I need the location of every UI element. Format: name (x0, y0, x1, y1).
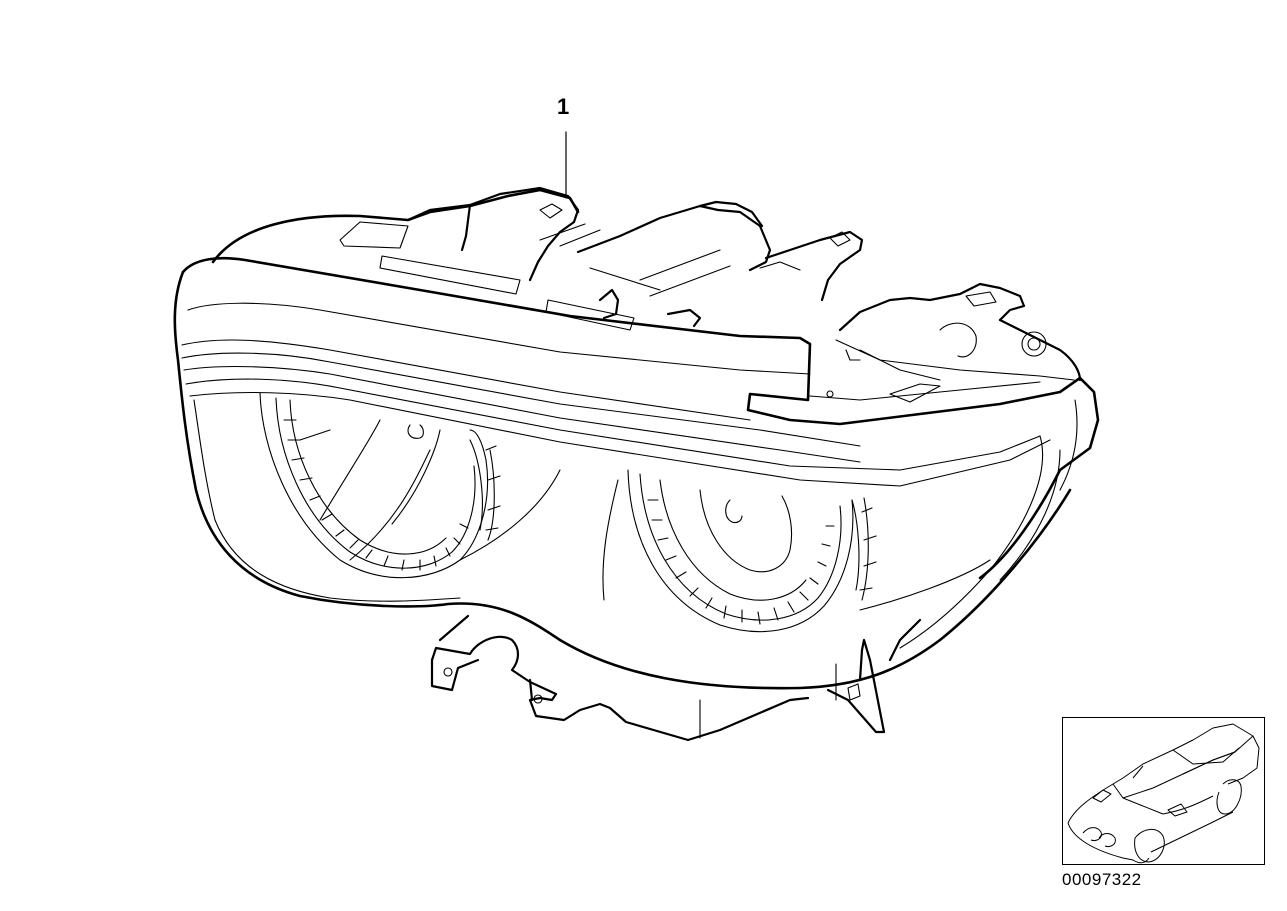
top-details (339, 203, 1047, 403)
vehicle-inset-frame (1062, 717, 1265, 865)
diagram-id-label: 00097322 (1062, 870, 1142, 889)
vehicle-outline-icon (1067, 723, 1260, 864)
top-brackets (406, 186, 1082, 382)
lens-bands (181, 302, 1078, 649)
right-reflector (602, 469, 991, 633)
housing-outline (173, 188, 1100, 690)
bottom-bracket-details (443, 663, 861, 739)
callout-number-1[interactable]: 1 (557, 94, 570, 119)
bottom-bracket (430, 614, 922, 742)
left-reflector (259, 392, 561, 579)
